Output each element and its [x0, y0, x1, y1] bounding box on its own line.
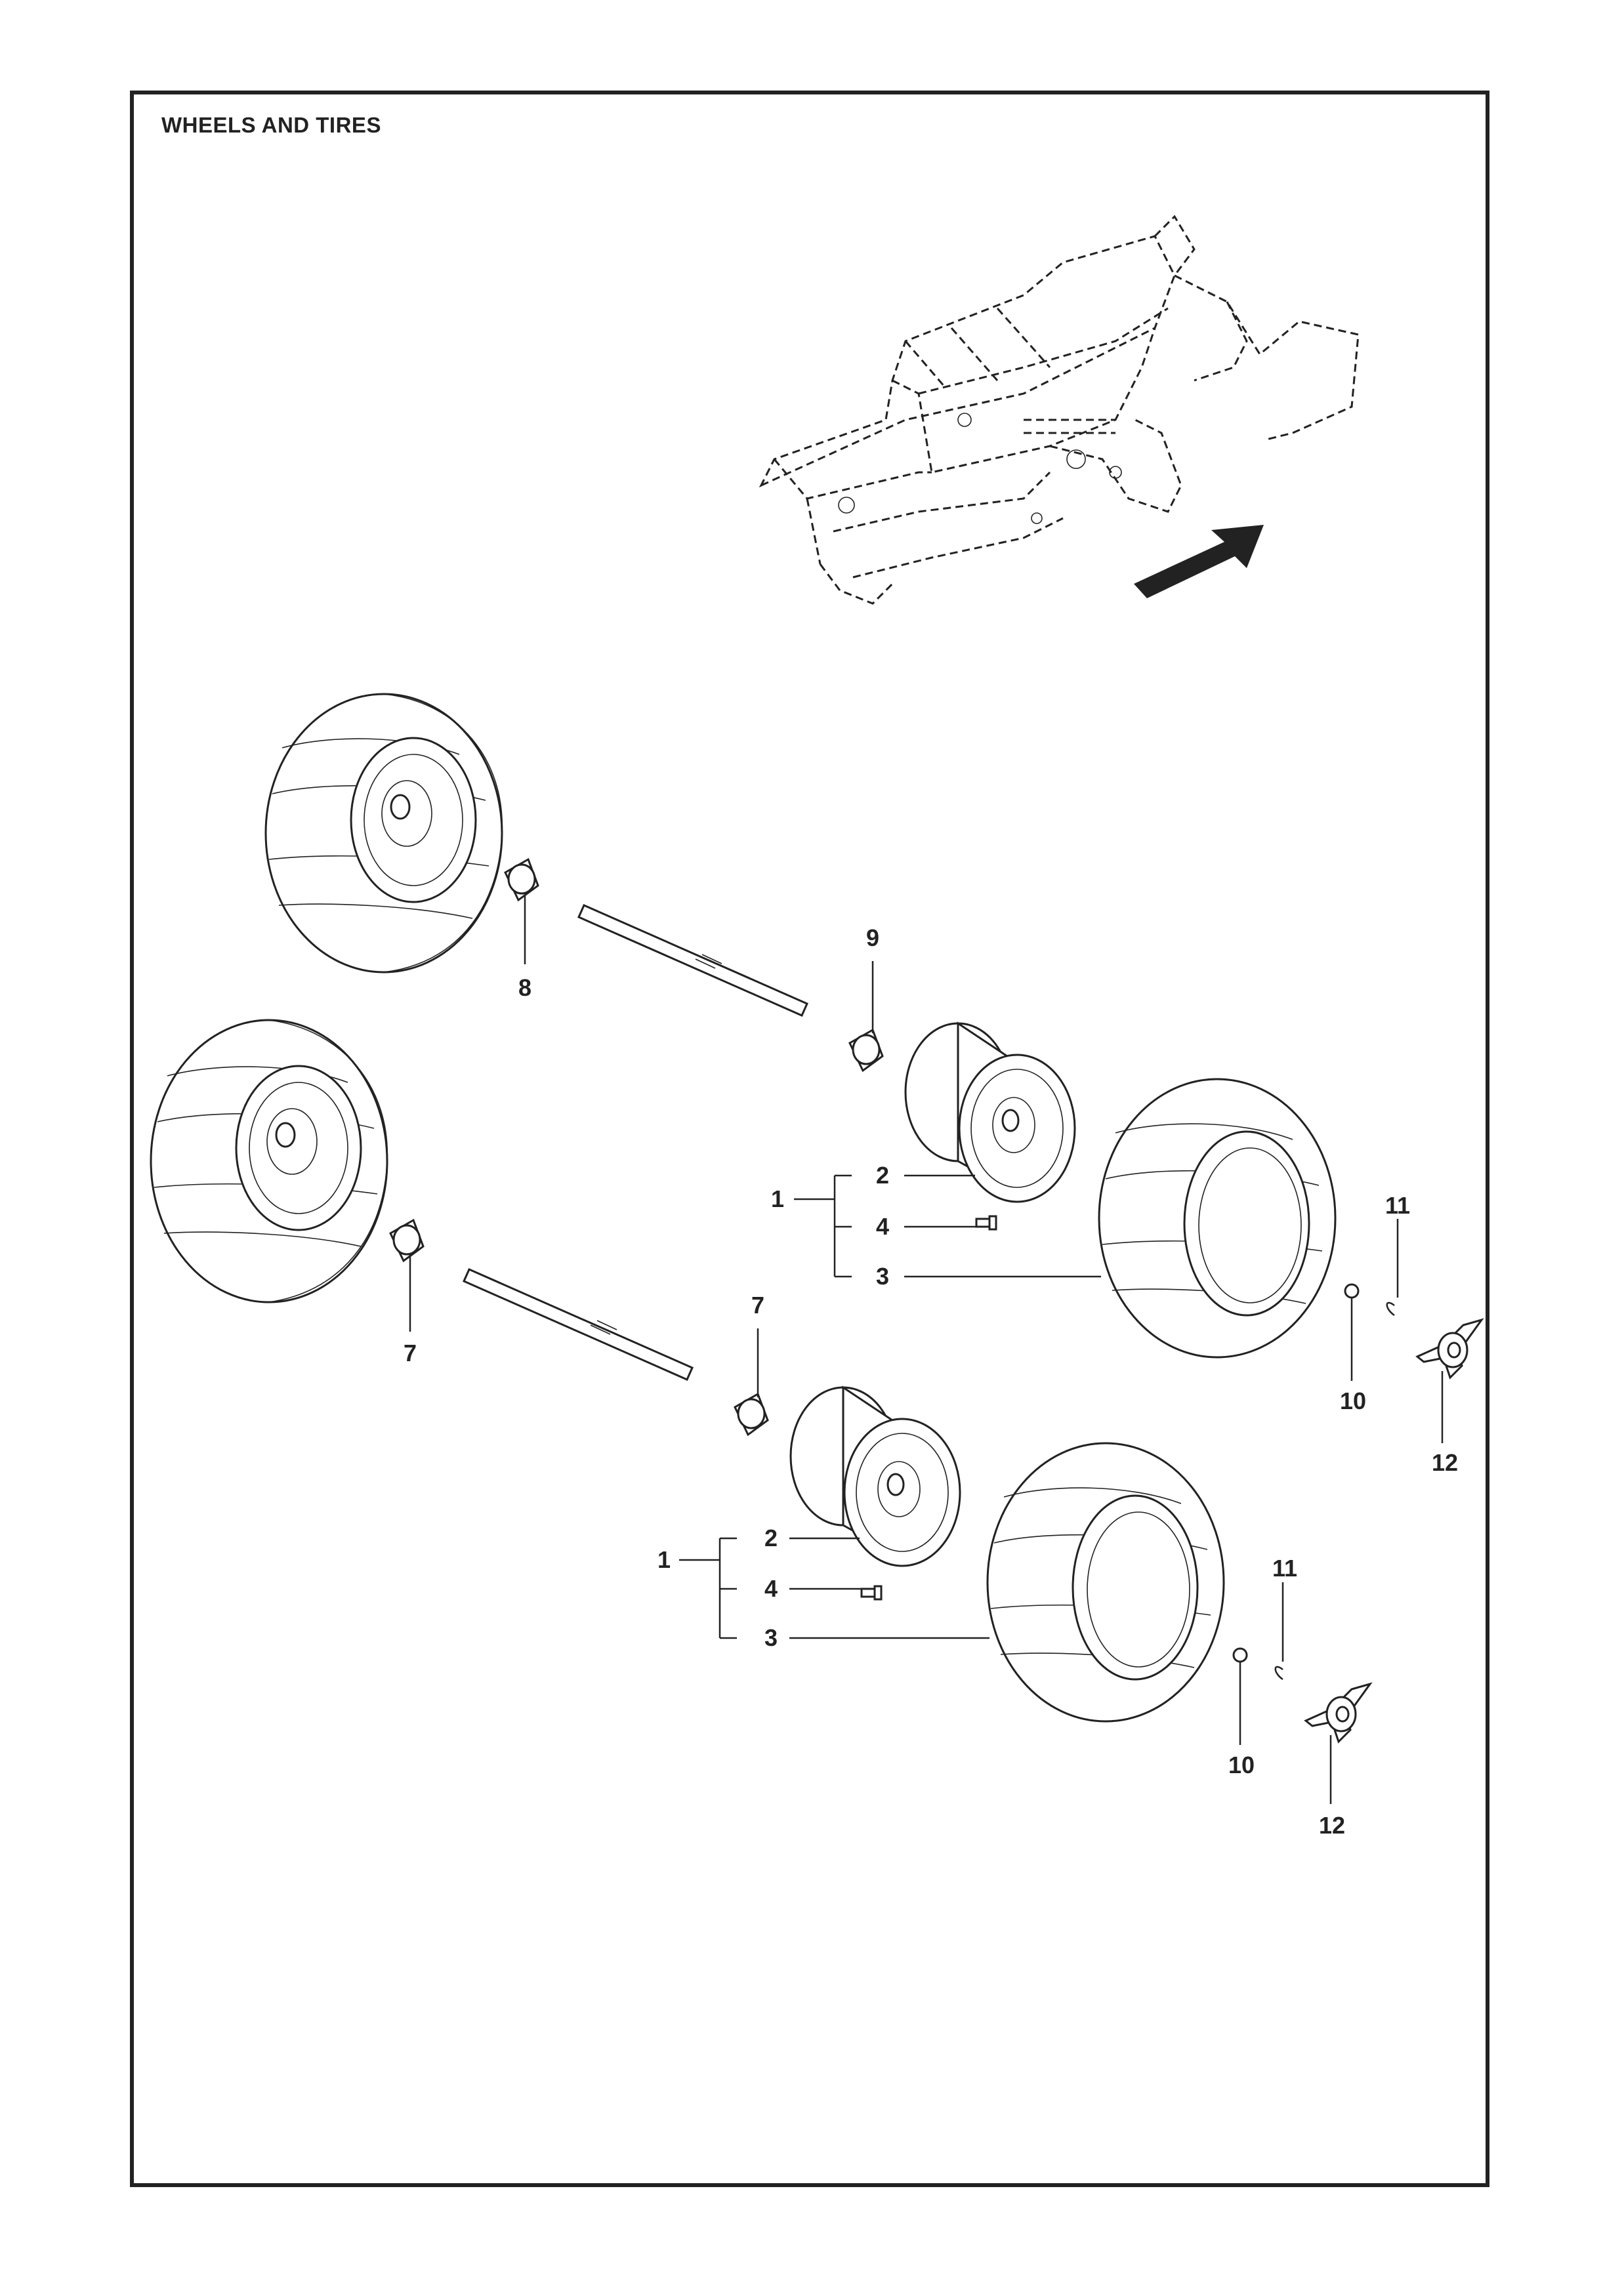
callout-8: 8 — [518, 974, 531, 1001]
upper-left-wheel-assembly — [264, 693, 503, 974]
lower-rim — [789, 1385, 961, 1567]
lower-tire — [986, 1442, 1225, 1723]
leader-lines — [409, 895, 1444, 1804]
callout-10-upper: 10 — [1340, 1387, 1366, 1414]
tractor-frame-overview — [759, 215, 1360, 605]
upper-rim — [904, 1021, 1076, 1203]
callout-2-lower: 2 — [764, 1525, 778, 1551]
callout-7-right: 7 — [751, 1292, 764, 1319]
bushing-7-left — [389, 1218, 425, 1263]
callout-3-upper: 3 — [876, 1263, 889, 1290]
upper-valve — [975, 1215, 997, 1231]
callout-11-upper: 11 — [1385, 1192, 1410, 1219]
bushing-8 — [504, 857, 539, 902]
bushing-9 — [848, 1028, 884, 1073]
upper-washer — [1344, 1283, 1360, 1299]
view-direction-arrow-icon — [1134, 525, 1264, 598]
lower-left-wheel-assembly — [150, 1019, 388, 1303]
upper-tire — [1098, 1078, 1337, 1359]
callout-3-lower: 3 — [764, 1624, 778, 1651]
callout-12-upper: 12 — [1432, 1449, 1458, 1476]
callout-11-lower: 11 — [1272, 1555, 1297, 1582]
upper-axle — [577, 904, 808, 1017]
callout-2-upper: 2 — [876, 1162, 889, 1189]
callout-9: 9 — [866, 924, 879, 951]
lower-axle — [463, 1268, 694, 1381]
upper-hub-cap — [1415, 1318, 1484, 1380]
drawing-frame — [130, 91, 1489, 2187]
callout-10-lower: 10 — [1228, 1752, 1255, 1778]
lower-valve — [860, 1585, 883, 1601]
lower-retaining-ring — [1274, 1666, 1283, 1681]
callout-labels: 8 9 1 2 4 3 11 10 12 7 7 1 2 4 3 11 10 1… — [404, 924, 1458, 1839]
callout-4-lower: 4 — [764, 1575, 778, 1602]
callout-12-lower: 12 — [1319, 1812, 1345, 1839]
lower-washer — [1232, 1647, 1248, 1663]
lower-hub-cap — [1304, 1682, 1373, 1744]
bushing-7-right — [734, 1392, 769, 1437]
callout-7-left: 7 — [404, 1340, 417, 1366]
callout-4-upper: 4 — [876, 1213, 889, 1240]
callout-1-lower: 1 — [657, 1546, 671, 1573]
diagram-title: WHEELS AND TIRES — [161, 113, 381, 137]
callout-1-upper: 1 — [771, 1185, 784, 1212]
upper-retaining-ring — [1386, 1302, 1395, 1317]
